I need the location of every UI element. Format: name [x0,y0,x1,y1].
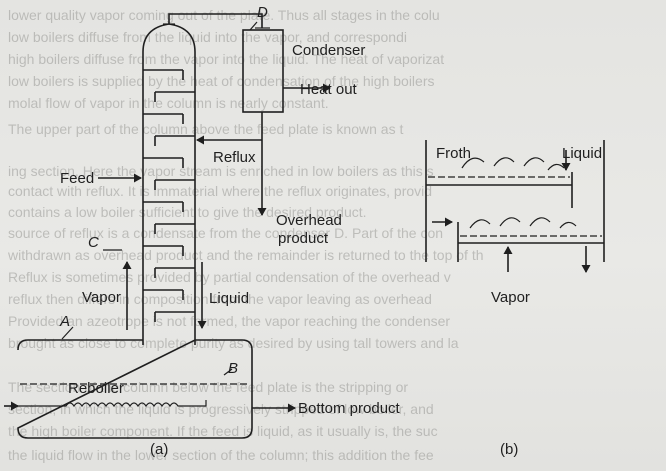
pointer-a [61,326,74,340]
caption-a: (a) [150,441,168,458]
column-trays [143,69,195,322]
tray-detail-diagram: Froth Liquid Vapor (b) [425,140,605,458]
bleed-line: low boilers is supplied by the heat of c… [8,73,435,89]
bottom-product-label: Bottom product [298,400,401,417]
label-b: B [228,360,238,377]
liquid-label-b: Liquid [562,145,602,162]
overhead-vapor-line [168,13,263,28]
bleed-line: contact with reflux. It is immaterial wh… [8,183,432,199]
overhead-label-line2: product [278,230,329,247]
heat-out-label: Heat out [300,81,358,98]
label-a: A [59,313,70,330]
bleed-line: source of reflux is a condensate from th… [8,225,443,241]
overhead-label-line1: Overhead [276,212,342,229]
condenser-label: Condenser [292,42,365,59]
pointer-b [223,368,233,376]
bleed-line: the liquid flow in the lower section of … [8,447,434,463]
label-d: D [257,4,268,21]
reflux-label: Reflux [213,149,256,166]
feed-label: Feed [60,170,94,187]
bleed-line: withdrawn as overhead product and the re… [7,247,484,263]
vapor-label-b: Vapor [491,289,530,306]
condenser-box [242,29,284,113]
bleed-line: high boilers diffuse from the vapor into… [8,51,444,67]
bleed-line: Provided an azeotrope is not formed, the… [8,313,450,329]
vapor-label: Vapor [82,289,121,306]
bleed-line: contains a low boiler sufficient to give… [8,204,367,220]
bleed-line: reflux then differs in composition from … [8,291,432,307]
froth-label: Froth [436,145,471,162]
bleed-through-text: lower quality vapor coming out of the pl… [7,7,484,463]
bleed-line: low boilers diffuse from the liquid into… [8,29,407,45]
distillation-column-diagram: D Condenser Heat out Reflux Feed Overhea… [4,4,401,458]
label-c: C [88,234,99,251]
bleed-line: ing section. Here the vapor stream is en… [8,163,434,179]
froth-bubbles [461,157,577,229]
liquid-label: Liquid [209,290,249,307]
reboiler-label: Reboiler [68,380,124,397]
pointer-d [249,21,258,31]
bleed-line: the high boiler component. If the feed i… [8,423,438,439]
bleed-line: brought as close to complete purity as d… [8,335,459,351]
bleed-line: lower quality vapor coming out of the pl… [8,7,440,23]
bleed-line: The upper part of the column above the f… [8,121,403,137]
caption-b: (b) [500,441,518,458]
bleed-line: molal flow of vapor in the column is nea… [8,95,329,111]
heating-coil [10,400,207,408]
reboiler-vessel [17,339,253,439]
bleed-line: Reflux is sometimes provided by partial … [8,269,451,285]
